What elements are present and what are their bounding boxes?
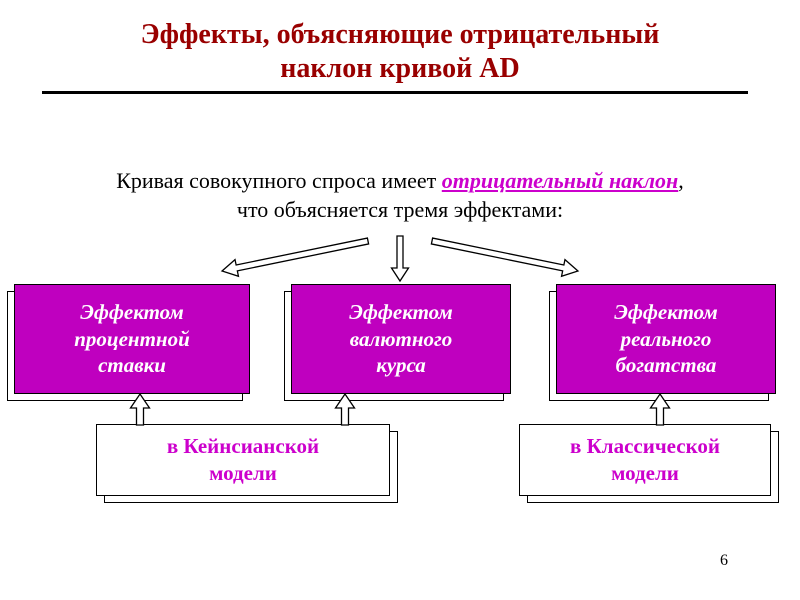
intro-line2: что объясняется тремя эффектами: [236,197,564,223]
slide-title: Эффекты, объясняющие отрицательный накло… [140,19,660,85]
arrow-down-right-icon [430,237,580,278]
arrow-down-middle-icon [390,235,410,283]
effect-box-label: Эффектом валютного курса [349,299,453,378]
arrow-down-left-icon [220,237,370,278]
model-box-label: в Кейнсианской модели [166,433,320,485]
title-divider [42,91,748,94]
effect-box-label: Эффектом реального богатства [614,299,718,378]
model-box-classical: в Классической модели [519,424,779,503]
intro-paragraph: Кривая совокупного спроса имеет отрицате… [30,166,770,224]
model-box-keynesian: в Кейнсианской модели [96,424,398,503]
effect-box-label: Эффектом процентной ставки [74,299,190,378]
intro-text-after: , [678,168,684,193]
effect-box-interest-rate: Эффектом процентной ставки [7,284,250,401]
intro-text-before: Кривая совокупного спроса имеет [116,168,442,193]
page-number: 6 [720,552,728,569]
model-box-label: в Классической модели [569,433,720,485]
effect-box-exchange-rate: Эффектом валютного курса [284,284,511,401]
effect-box-real-wealth: Эффектом реального богатства [549,284,776,401]
negative-slope-highlight: отрицательный наклон [441,168,679,193]
